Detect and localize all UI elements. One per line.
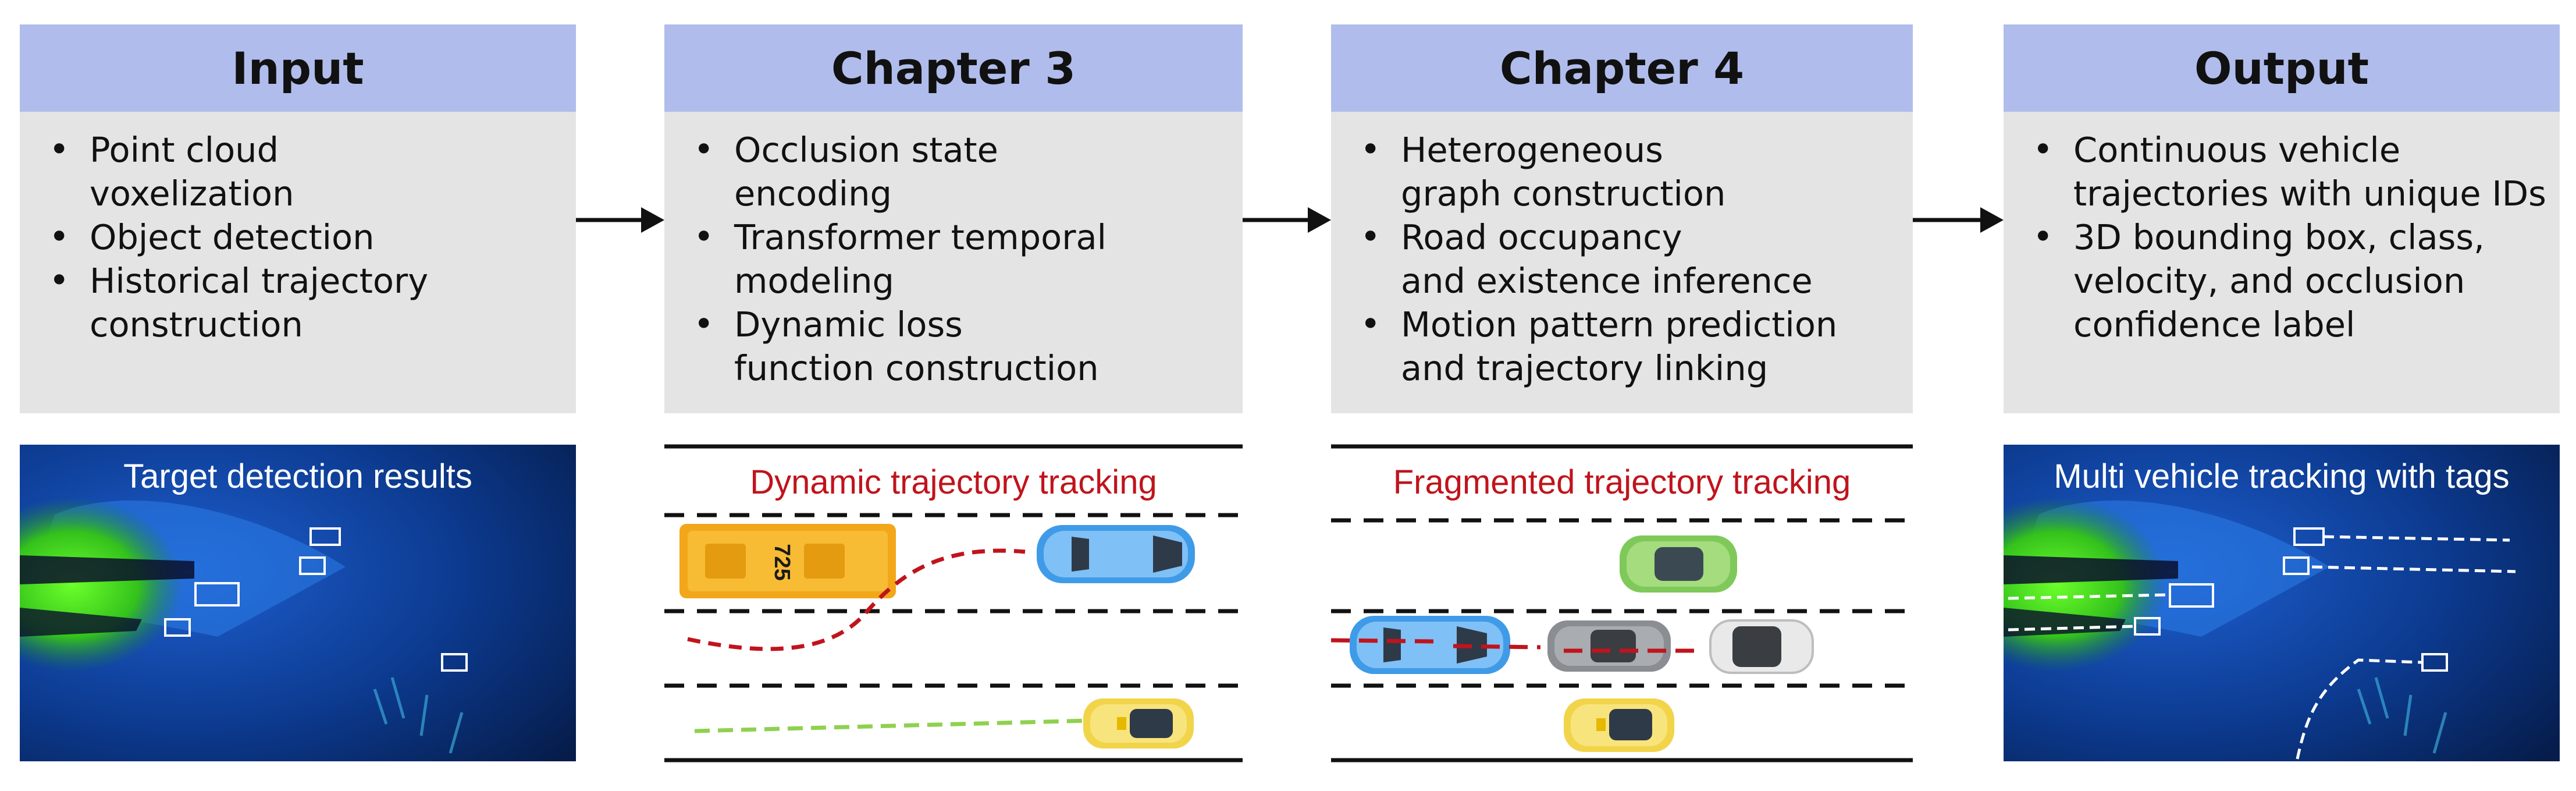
- input-header: Input: [20, 24, 576, 112]
- output-bullet-list: Continuous vehicle trajectories with uni…: [2004, 128, 2560, 346]
- chapter3-bullet-1: Occlusion state encoding: [693, 128, 1243, 215]
- input-bullet-list: Point cloud voxelization Object detectio…: [20, 128, 576, 346]
- chapter4-bullet-1-line-1: Heterogeneous: [1401, 130, 1663, 170]
- output-header: Output: [2004, 24, 2560, 112]
- blue-sedan-icon: [1350, 616, 1510, 674]
- tracked-box-3: [2169, 583, 2214, 608]
- detection-box-2: [299, 556, 326, 575]
- chapter4-bullet-2-line-1: Road occupancy: [1401, 217, 1682, 257]
- input-bullet-3-line-1: Historical trajectory: [90, 261, 429, 301]
- dynamic-tracking-diagram: 725 Dynamic trajectory tracking: [664, 444, 1243, 762]
- chapter3-bullet-3: Dynamic loss function construction: [693, 303, 1243, 390]
- chapter4-bullet-1-line-2: graph construction: [1401, 173, 1726, 214]
- detection-box-3: [194, 582, 240, 606]
- detection-box-4: [164, 618, 191, 637]
- tracked-trajectory-2: [2311, 565, 2516, 573]
- input-bullet-2-line-1: Object detection: [90, 217, 375, 257]
- output-bullet-2: 3D bounding box, class, velocity, and oc…: [2033, 215, 2560, 346]
- output-bullet-1-line-1: Continuous vehicle: [2073, 130, 2401, 170]
- bus-number: 725: [770, 544, 794, 580]
- chapter3-bullet-3-line-2: function construction: [734, 348, 1099, 388]
- output-bullet-1: Continuous vehicle trajectories with uni…: [2033, 128, 2560, 215]
- chapter4-bullet-2-line-2: and existence inference: [1401, 261, 1813, 301]
- chapter3-bullet-2: Transformer temporal modeling: [693, 215, 1243, 303]
- bus-icon: 725: [679, 524, 896, 598]
- tracked-box-1: [2293, 527, 2325, 546]
- chapter4-title: Chapter 4: [1499, 42, 1745, 94]
- input-bullet-2: Object detection: [49, 215, 576, 259]
- output-body: Continuous vehicle trajectories with uni…: [2004, 112, 2560, 413]
- grey-car-icon: [1547, 620, 1671, 672]
- chapter3-body: Occlusion state encoding Transformer tem…: [664, 112, 1243, 413]
- chapter3-bullet-2-line-1: Transformer temporal: [734, 217, 1107, 257]
- chapter4-panel-caption: Fragmented trajectory tracking: [1393, 463, 1851, 501]
- input-bullet-1-line-1: Point cloud: [90, 130, 279, 170]
- red-trajectory: [687, 548, 1026, 651]
- chapter4-bullet-2: Road occupancy and existence inference: [1360, 215, 1913, 303]
- chapter4-bullet-1: Heterogeneous graph construction: [1360, 128, 1913, 215]
- chapter4-header: Chapter 4: [1331, 24, 1913, 112]
- input-title: Input: [232, 42, 364, 94]
- tracked-trajectory-4: [2008, 625, 2136, 632]
- chapter3-bullet-1-line-1: Occlusion state: [734, 130, 998, 170]
- chapter3-bullet-1-line-2: encoding: [734, 173, 892, 214]
- point-cloud-detection-image: Target detection results: [20, 445, 576, 761]
- chapter3-title: Chapter 3: [831, 42, 1076, 94]
- green-car-icon: [1620, 535, 1737, 593]
- blue-car-icon: [1037, 525, 1195, 583]
- arrow-chapter4-to-output: [1913, 207, 2004, 233]
- yellow-car-icon: [1083, 698, 1194, 749]
- chapter3-bullet-2-line-2: modeling: [734, 261, 894, 301]
- tracked-box-2: [2283, 556, 2310, 575]
- output-bullet-2-line-3: confidence label: [2073, 304, 2356, 345]
- tracked-trajectory-3: [2008, 593, 2166, 600]
- arrow-chapter3-to-chapter4: [1243, 207, 1331, 233]
- tracked-trajectory-1: [2323, 535, 2510, 542]
- chapter3-panel-caption: Dynamic trajectory tracking: [750, 463, 1157, 501]
- tracked-box-5: [2421, 653, 2448, 672]
- arrow-input-to-chapter3: [576, 207, 664, 233]
- input-bullet-1: Point cloud voxelization: [49, 128, 576, 215]
- multi-vehicle-tracking-image: Multi vehicle tracking with tags: [2004, 445, 2560, 761]
- chapter4-bullet-3-line-2: and trajectory linking: [1401, 348, 1769, 388]
- white-car-icon: [1709, 619, 1814, 674]
- chapter4-body: Heterogeneous graph construction Road oc…: [1331, 112, 1913, 413]
- chapter3-bullet-3-line-1: Dynamic loss: [734, 304, 963, 345]
- chapter3-header: Chapter 3: [664, 24, 1243, 112]
- detection-box-5: [441, 653, 468, 672]
- input-panel-caption: Target detection results: [123, 457, 472, 495]
- input-bullet-3: Historical trajectory construction: [49, 259, 576, 346]
- input-body: Point cloud voxelization Object detectio…: [20, 112, 576, 413]
- detection-box-1: [309, 527, 341, 546]
- output-bullet-1-line-2: trajectories with unique IDs: [2073, 173, 2546, 214]
- yellow-taxi-icon: [1564, 698, 1674, 752]
- output-panel-caption: Multi vehicle tracking with tags: [2054, 457, 2509, 495]
- output-bullet-2-line-1: 3D bounding box, class,: [2073, 217, 2485, 257]
- input-bullet-3-line-2: construction: [90, 304, 303, 345]
- chapter3-bullet-list: Occlusion state encoding Transformer tem…: [664, 128, 1243, 390]
- fragmented-tracking-diagram: Fragmented trajectory tracking: [1331, 444, 1913, 762]
- input-bullet-1-line-2: voxelization: [90, 173, 294, 214]
- green-trajectory: [694, 718, 1090, 733]
- chapter4-bullet-list: Heterogeneous graph construction Road oc…: [1331, 128, 1913, 390]
- output-bullet-2-line-2: velocity, and occlusion: [2073, 261, 2465, 301]
- output-title: Output: [2194, 42, 2369, 94]
- tracked-box-4: [2134, 617, 2161, 636]
- red-fragmented-trajectory: [1331, 638, 1703, 653]
- chapter4-bullet-3: Motion pattern prediction and trajectory…: [1360, 303, 1913, 390]
- chapter4-bullet-3-line-1: Motion pattern prediction: [1401, 304, 1838, 345]
